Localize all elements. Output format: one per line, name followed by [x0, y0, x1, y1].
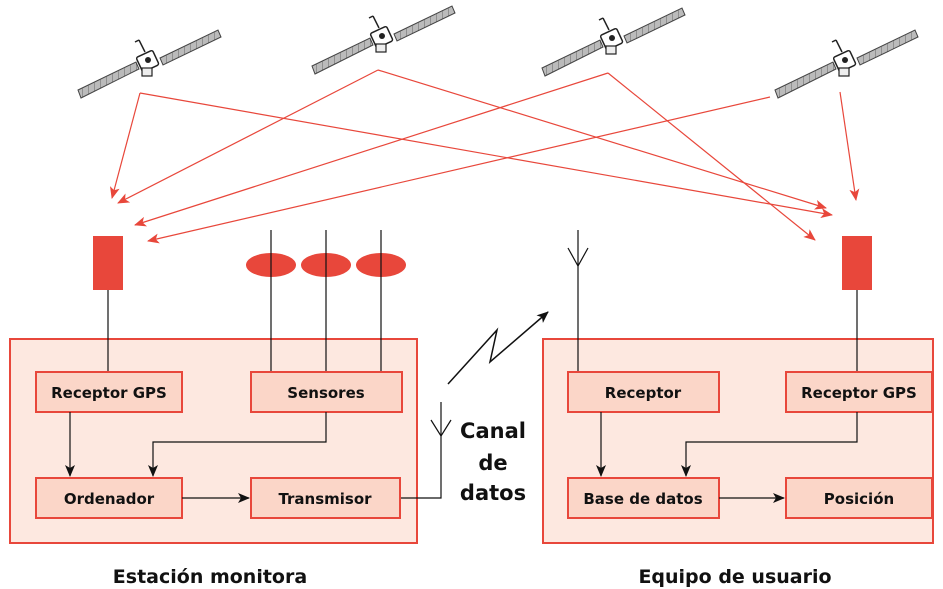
right-connectors	[596, 412, 858, 503]
left-connectors	[65, 412, 327, 503]
channel-label: Canal de datos	[460, 419, 526, 505]
node-label: Sensores	[287, 384, 364, 402]
data-link-icon	[447, 311, 549, 385]
caption-right: Equipo de usuario	[638, 566, 831, 588]
receiver-antenna-icon	[567, 230, 589, 372]
node-label: Base de datos	[583, 490, 702, 508]
node-ordenador: Ordenador	[35, 477, 183, 519]
node-receptor-gps-left: Receptor GPS	[35, 371, 183, 413]
node-base-datos: Base de datos	[567, 477, 720, 519]
caption-left: Estación monitora	[113, 566, 307, 588]
satellite-icon	[541, 7, 686, 77]
channel-line-1: Canal	[460, 419, 526, 443]
node-label: Ordenador	[64, 490, 155, 508]
channel-line-3: datos	[460, 481, 526, 505]
transmitter-antenna-icon	[400, 402, 452, 499]
sensor-group	[246, 230, 406, 372]
node-transmisor: Transmisor	[250, 477, 401, 519]
node-receptor-gps-right: Receptor GPS	[785, 371, 933, 413]
node-label: Receptor	[605, 384, 682, 402]
node-label: Transmisor	[278, 490, 372, 508]
node-receptor: Receptor	[567, 371, 720, 413]
satellite-icon	[311, 5, 456, 75]
node-label: Posición	[824, 490, 894, 508]
satellite-signals	[110, 69, 860, 244]
gps-antenna-right	[842, 236, 872, 290]
node-label: Receptor GPS	[51, 384, 167, 402]
node-posicion: Posición	[785, 477, 933, 519]
node-label: Receptor GPS	[801, 384, 917, 402]
satellite-icon	[774, 29, 919, 99]
gps-antenna-left	[93, 236, 123, 290]
node-sensores: Sensores	[250, 371, 403, 413]
channel-line-2: de	[478, 451, 507, 475]
satellite-icon	[77, 29, 222, 99]
